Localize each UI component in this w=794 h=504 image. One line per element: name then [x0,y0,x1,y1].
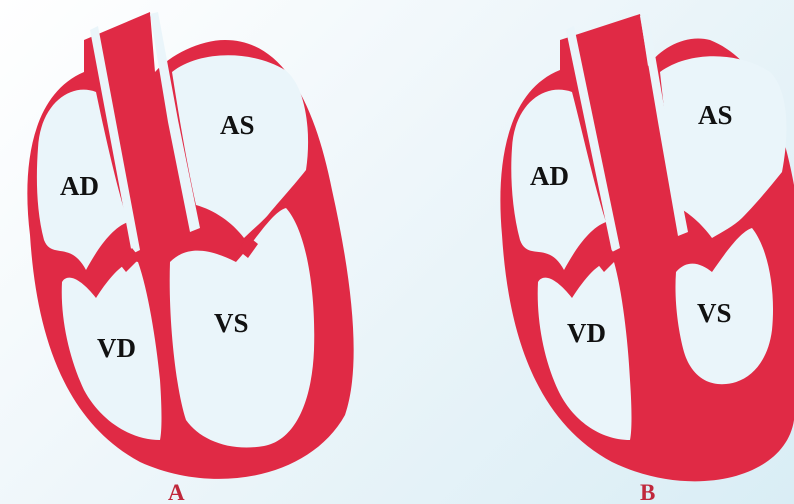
label-b-as: AS [698,100,733,130]
heart-panel-a: AD AS VD VS A [27,12,353,504]
label-a-vd: VD [97,333,136,363]
label-b-ad: AD [530,161,569,191]
panel-label-a: A [168,480,185,504]
heart-b-right-ventricle [538,261,632,440]
label-b-vs: VS [697,298,732,328]
label-a-ad: AD [60,171,99,201]
panel-label-b: B [640,480,655,504]
label-a-vs: VS [214,308,249,338]
label-a-as: AS [220,110,255,140]
label-b-vd: VD [567,318,606,348]
heart-panel-b: AD AS VD VS B [500,14,794,504]
